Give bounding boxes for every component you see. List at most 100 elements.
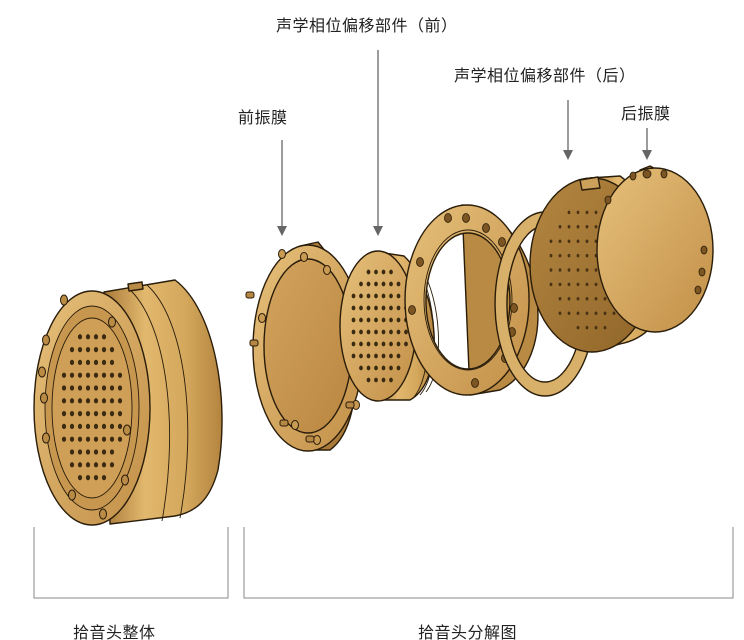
face-hole bbox=[101, 346, 107, 353]
face-hole bbox=[101, 462, 107, 468]
rear-diaphragm-part bbox=[596, 165, 714, 333]
face-hole bbox=[101, 385, 107, 391]
phase-hole bbox=[558, 268, 562, 272]
face-hole bbox=[101, 474, 107, 481]
face-hole bbox=[101, 449, 107, 455]
phase-hole bbox=[389, 269, 393, 275]
phase-hole bbox=[585, 239, 589, 243]
phase-hole bbox=[359, 293, 363, 299]
front-diaphragm-part bbox=[245, 241, 364, 452]
phase-hole bbox=[374, 341, 378, 347]
face-hole bbox=[117, 372, 123, 378]
face-hole bbox=[93, 359, 99, 366]
face-hole bbox=[93, 436, 99, 442]
phase-hole bbox=[396, 305, 401, 311]
face-hole bbox=[117, 410, 123, 417]
phase-hole bbox=[594, 225, 598, 229]
face-hole bbox=[109, 410, 115, 417]
face-hole bbox=[69, 423, 75, 430]
phase-hole bbox=[389, 293, 393, 299]
face-hole bbox=[109, 462, 115, 468]
phase-hole bbox=[359, 341, 363, 347]
phase-hole bbox=[585, 225, 589, 229]
callout-arrows bbox=[277, 50, 652, 236]
face-hole bbox=[101, 423, 107, 430]
phase-hole bbox=[567, 297, 571, 301]
face-hole bbox=[77, 462, 83, 468]
face-hole bbox=[93, 346, 99, 353]
middle-ring-holes bbox=[408, 213, 518, 388]
face-hole bbox=[69, 385, 75, 391]
phase-hole bbox=[594, 311, 598, 315]
phase-hole bbox=[558, 239, 562, 243]
phase-hole bbox=[603, 311, 607, 315]
face-hole bbox=[61, 398, 67, 404]
face-hole bbox=[101, 372, 107, 378]
phase-hole bbox=[594, 210, 598, 215]
phase-hole bbox=[576, 282, 580, 287]
phase-hole bbox=[396, 293, 401, 299]
phase-hole bbox=[374, 317, 378, 323]
face-hole bbox=[77, 346, 83, 353]
phase-hole bbox=[389, 353, 393, 359]
phase-hole bbox=[351, 305, 356, 311]
phase-hole bbox=[381, 317, 386, 323]
phase-hole bbox=[374, 377, 378, 383]
face-hole bbox=[77, 385, 83, 391]
phase-hole bbox=[396, 365, 401, 371]
phase-hole bbox=[389, 281, 393, 287]
phase-hole bbox=[389, 341, 393, 347]
phase-hole bbox=[374, 329, 378, 335]
phase-hole bbox=[366, 353, 371, 359]
phase-hole bbox=[381, 341, 386, 347]
phase-hole bbox=[594, 297, 598, 301]
phase-hole bbox=[576, 225, 580, 229]
phase-hole bbox=[585, 210, 589, 215]
phase-hole bbox=[585, 253, 589, 258]
face-hole bbox=[109, 372, 115, 378]
phase-hole bbox=[567, 253, 571, 258]
phase-hole bbox=[558, 253, 562, 258]
phase-hole bbox=[366, 365, 371, 371]
label-rear-phase: 声学相位偏移部件（后） bbox=[454, 66, 636, 85]
face-hole bbox=[69, 398, 75, 404]
face-hole bbox=[77, 398, 83, 404]
face-hole bbox=[85, 474, 91, 481]
face-hole bbox=[61, 436, 67, 442]
rear-diaphragm-holes bbox=[604, 169, 708, 295]
phase-hole bbox=[585, 282, 589, 287]
phase-hole bbox=[366, 341, 371, 347]
face-hole bbox=[101, 398, 107, 404]
assembled-rim-bolts bbox=[38, 294, 131, 520]
face-hole bbox=[85, 462, 91, 468]
phase-hole bbox=[381, 281, 386, 287]
face-hole bbox=[109, 359, 115, 366]
phase-hole bbox=[351, 293, 356, 299]
phase-hole bbox=[576, 268, 580, 272]
phase-hole bbox=[396, 329, 401, 335]
face-hole bbox=[69, 346, 75, 353]
phase-hole bbox=[351, 329, 356, 335]
phase-hole bbox=[558, 311, 562, 315]
phase-hole bbox=[576, 311, 580, 315]
phase-hole bbox=[612, 311, 616, 315]
phase-hole bbox=[558, 225, 562, 229]
face-hole bbox=[85, 372, 91, 378]
phase-hole bbox=[576, 325, 580, 330]
phase-hole bbox=[381, 305, 386, 311]
face-hole bbox=[93, 385, 99, 391]
phase-hole bbox=[351, 341, 356, 347]
phase-hole bbox=[366, 305, 371, 311]
assembled-capsule bbox=[33, 279, 223, 526]
phase-hole bbox=[366, 281, 371, 287]
phase-hole bbox=[359, 353, 363, 359]
face-hole bbox=[77, 423, 83, 430]
phase-hole bbox=[389, 365, 393, 371]
face-hole bbox=[85, 423, 91, 430]
face-hole bbox=[109, 449, 115, 455]
phase-hole bbox=[389, 377, 393, 383]
label-exploded: 拾音头分解图 bbox=[418, 623, 518, 640]
label-front-phase: 声学相位偏移部件（前） bbox=[276, 16, 458, 35]
